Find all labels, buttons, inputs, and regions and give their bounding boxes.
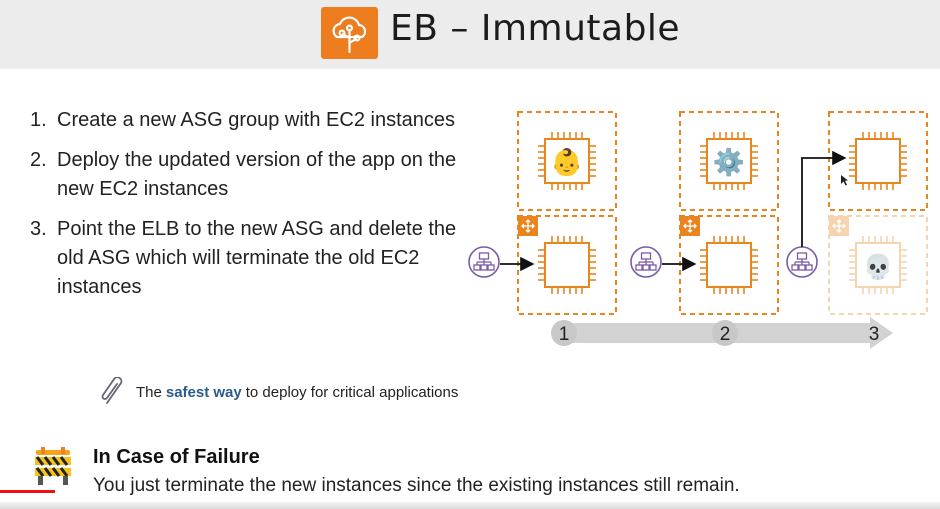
ec2-instance-icon — [848, 235, 908, 295]
stage-marker — [712, 320, 738, 346]
elb-icon — [630, 246, 662, 278]
asg-group-new — [679, 111, 779, 211]
slide-header: EB – Immutable — [0, 0, 940, 69]
steps-list: 1. Create a new ASG group with EC2 insta… — [30, 106, 475, 313]
elastic-beanstalk-icon — [321, 7, 378, 59]
ec2-instance-icon — [537, 235, 597, 295]
step-item: 3. Point the ELB to the new ASG and dele… — [30, 215, 475, 302]
stage-marker — [551, 320, 577, 346]
page-title: EB – Immutable — [390, 8, 681, 49]
auto-scaling-icon — [679, 215, 701, 237]
ec2-instance-icon — [848, 131, 908, 191]
ec2-instance-icon — [699, 235, 759, 295]
ec2-instance-icon — [537, 131, 597, 191]
paperclip-icon — [101, 377, 123, 404]
step-number: 2. — [30, 149, 47, 171]
ec2-instance-icon — [699, 131, 759, 191]
failure-text: You just terminate the new instances sin… — [93, 475, 740, 496]
step-number: 3. — [30, 218, 47, 240]
tip-prefix: The — [136, 383, 162, 401]
step-text: Point the ELB to the new ASG and delete … — [57, 218, 457, 298]
tip-suffix: to deploy for critical applications — [245, 383, 459, 401]
asg-group-old — [517, 215, 617, 315]
stage-label: 1 — [559, 324, 570, 345]
asg-group-old — [679, 215, 779, 315]
timeline-arrow — [560, 317, 893, 349]
asg-group-new — [517, 111, 617, 211]
video-progress-bar[interactable] — [0, 490, 55, 493]
tip-note: The safest way to deploy for critical ap… — [100, 377, 458, 407]
stage-label: 2 — [720, 324, 731, 345]
elb-icon — [786, 246, 818, 278]
auto-scaling-icon — [828, 215, 850, 237]
video-controls-bar — [0, 502, 940, 509]
mouse-cursor-icon — [841, 175, 848, 186]
step-item: 2. Deploy the updated version of the app… — [30, 146, 475, 204]
step-item: 1. Create a new ASG group with EC2 insta… — [30, 106, 475, 135]
traffic-arrow — [801, 150, 847, 247]
asg-group-new — [828, 111, 928, 211]
step-text: Deploy the updated version of the app on… — [57, 149, 457, 200]
auto-scaling-icon — [517, 215, 539, 237]
stage-label: 3 — [869, 324, 880, 345]
baby-emoji-icon: 👶 — [551, 147, 583, 177]
failure-title: In Case of Failure — [93, 446, 260, 468]
skull-emoji-icon: 💀 — [863, 253, 893, 281]
construction-barrier-icon — [35, 447, 71, 485]
tip-highlight: safest way — [165, 383, 242, 401]
gear-emoji-icon: ⚙️ — [713, 147, 745, 177]
terminated-asg-group — [828, 215, 928, 315]
step-number: 1. — [30, 109, 47, 131]
step-text: Create a new ASG group with EC2 instance… — [57, 109, 455, 131]
